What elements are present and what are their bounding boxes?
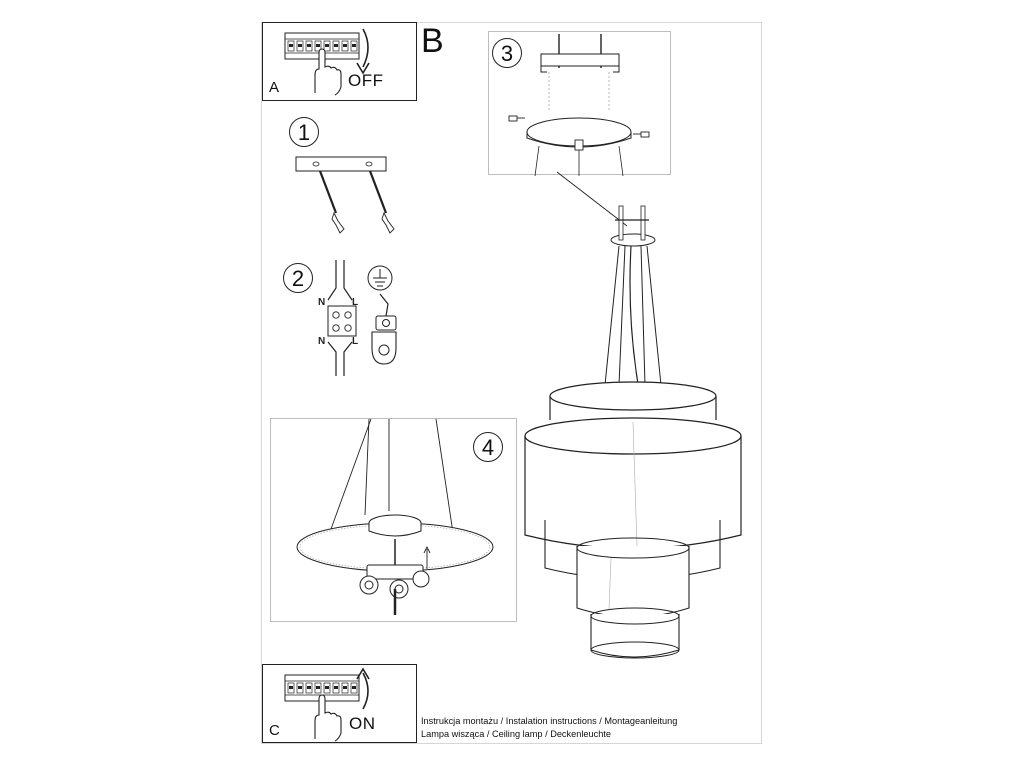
live-label-top: L [352, 297, 359, 308]
panel-a-switch-off: A OFF [262, 22, 417, 101]
arrow-up-icon [356, 667, 370, 710]
panel-a-letter: A [269, 79, 280, 96]
panel-c-switch-on: C ON [262, 664, 417, 743]
lamp-holder-illustration [296, 418, 494, 615]
footer-product-name: Lampa wisząca / Ceiling lamp / Deckenleu… [421, 729, 611, 739]
step-4-number: 4 [473, 432, 503, 462]
switch-on-label: ON [349, 714, 376, 733]
instruction-sheet [261, 22, 762, 744]
step-2-number: 2 [283, 263, 313, 293]
neutral-label-top: N [318, 297, 326, 308]
panel-c-letter: C [269, 722, 280, 739]
step-3-detail-box [488, 31, 671, 177]
ceiling-lamp-illustration [524, 205, 742, 659]
step-3-number: 3 [492, 38, 522, 68]
panel-b-letter: B [421, 22, 444, 60]
detail-leader-line [556, 171, 628, 227]
live-label-bottom: L [352, 336, 359, 347]
mounting-bar-illustration [295, 156, 395, 234]
arrow-down-icon [356, 28, 370, 75]
terminal-block-icon [327, 260, 357, 376]
hand-icon [314, 48, 342, 96]
footer-instructions-title: Instrukcja montażu / Instalation instruc… [421, 716, 678, 726]
switch-off-label: OFF [348, 71, 384, 90]
step-1-number: 1 [289, 117, 319, 147]
canopy-mounting-illustration [508, 34, 650, 177]
neutral-label-bottom: N [318, 336, 326, 347]
hand-icon [314, 694, 342, 742]
earth-ground-icon [367, 265, 397, 365]
